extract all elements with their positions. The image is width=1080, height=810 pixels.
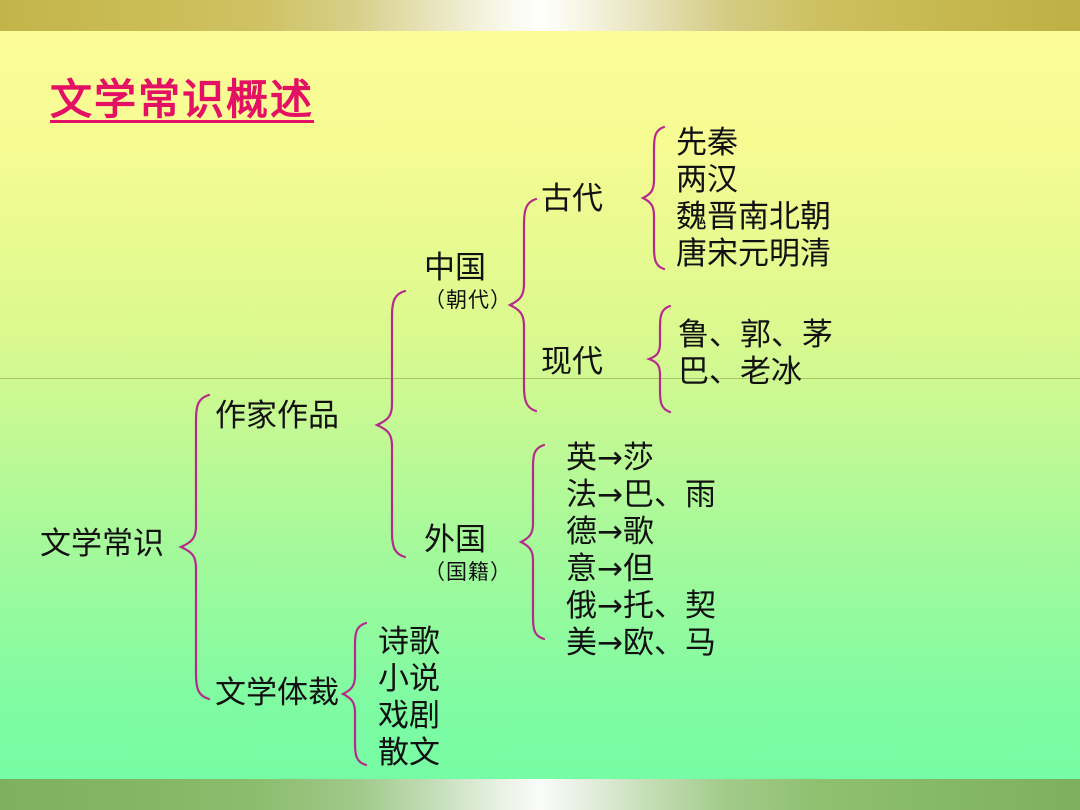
brace-chinese — [506, 196, 542, 414]
node-ancient: 古代 — [541, 181, 603, 217]
list-item: 鲁、郭、茅 — [678, 317, 833, 353]
branch-label-authors-works: 作家作品 — [215, 398, 339, 434]
node-chinese-label: 中国 — [424, 250, 486, 286]
brace-ancient — [640, 124, 670, 272]
root-label-literary-knowledge: 文学常识 — [40, 526, 164, 562]
list-item: 戏剧 — [378, 698, 440, 734]
list-item: 英→莎 — [566, 440, 654, 476]
horizontal-divider-line — [0, 378, 1080, 379]
brace-authors-works — [372, 288, 412, 560]
list-modern-writers: 鲁、郭、茅 巴、老冰 — [678, 317, 833, 391]
list-item: 两汉 — [676, 162, 738, 198]
node-chinese-sublabel: （朝代） — [424, 288, 512, 312]
brace-root — [176, 392, 216, 702]
page-title: 文学常识概述 — [50, 75, 315, 124]
node-foreign-label: 外国 — [424, 522, 486, 558]
list-item: 散文 — [378, 735, 440, 771]
bottom-decorative-band — [0, 779, 1080, 810]
node-foreign: 外国 （国籍） — [424, 522, 512, 586]
list-item: 先秦 — [676, 125, 738, 161]
list-item: 诗歌 — [378, 624, 440, 660]
list-item: 德→歌 — [566, 514, 654, 550]
list-genres: 诗歌 小说 戏剧 散文 — [378, 624, 440, 772]
brace-genres — [340, 620, 372, 768]
list-item: 法→巴、雨 — [566, 477, 716, 513]
list-item: 巴、老冰 — [678, 354, 802, 390]
list-item: 意→但 — [566, 551, 654, 587]
node-modern: 现代 — [541, 344, 603, 380]
list-foreign-authors: 英→莎 法→巴、雨 德→歌 意→但 俄→托、契 美→欧、马 — [566, 440, 716, 662]
brace-foreign — [518, 442, 550, 642]
node-foreign-sublabel: （国籍） — [424, 560, 512, 584]
top-decorative-band — [0, 0, 1080, 31]
list-item: 俄→托、契 — [566, 588, 716, 624]
list-item: 魏晋南北朝 — [676, 199, 831, 235]
branch-label-literary-genres: 文学体裁 — [215, 675, 339, 711]
list-ancient-dynasties: 先秦 两汉 魏晋南北朝 唐宋元明清 — [676, 125, 831, 273]
node-chinese: 中国 （朝代） — [424, 250, 512, 314]
list-item: 唐宋元明清 — [676, 236, 831, 272]
brace-modern — [646, 303, 676, 415]
list-item: 小说 — [378, 661, 440, 697]
list-item: 美→欧、马 — [566, 625, 716, 661]
